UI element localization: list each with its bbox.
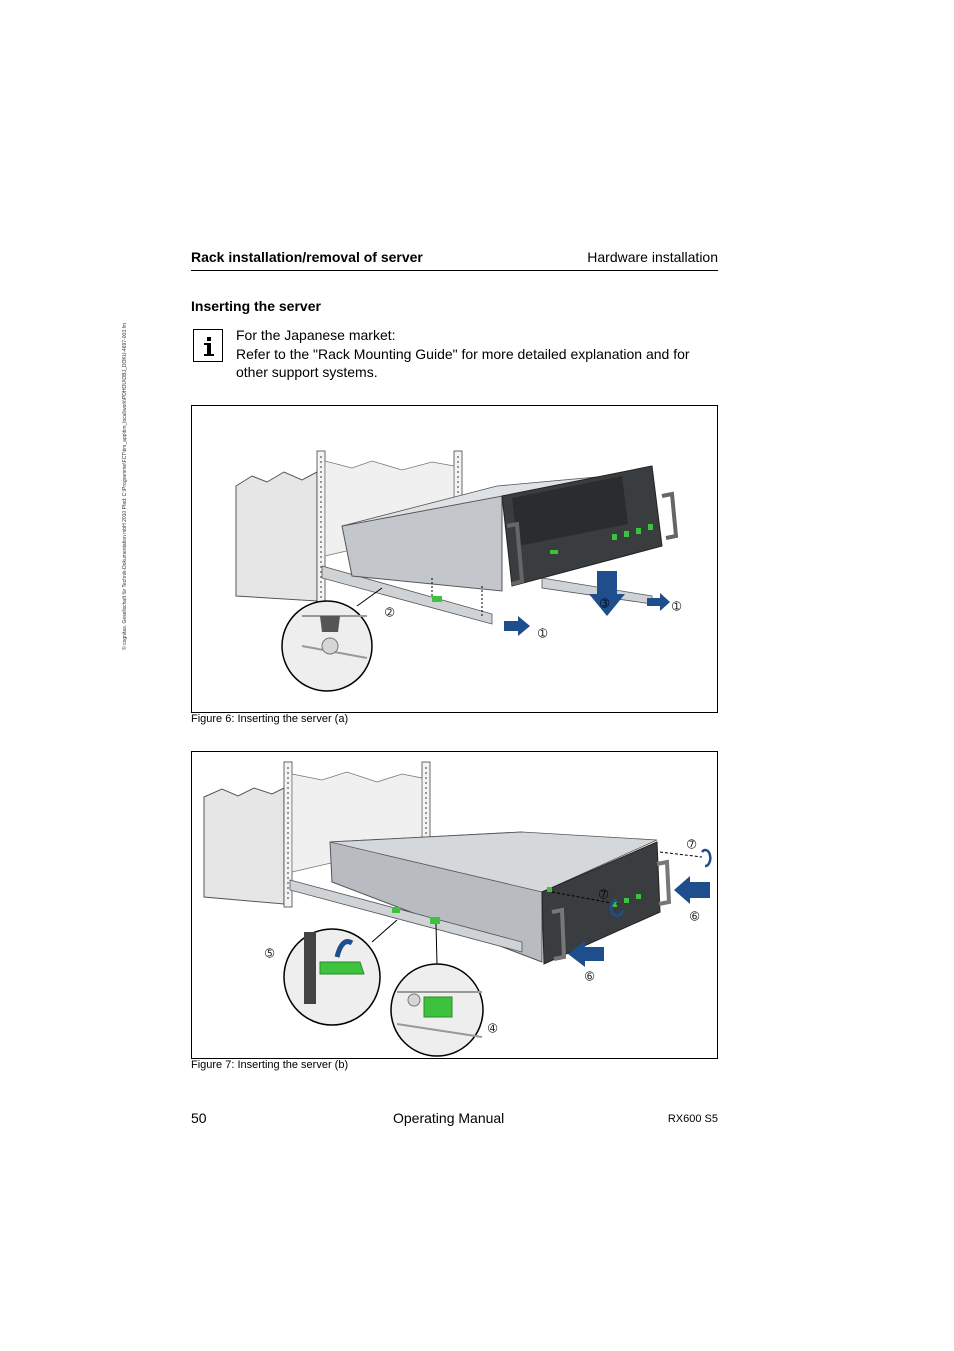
illustration-b: ➆ ➆ ➅ ➅ ➄ ➃ [203,761,712,1057]
figure-inserting-server-b: ➆ ➆ ➅ ➅ ➄ ➃ [191,751,718,1059]
callout-6-lower: ➅ [585,970,594,983]
illustration-a: ➀ ➀ ➁ ➂ [235,450,681,692]
figure-a-caption: Figure 6: Inserting the server (a) [191,713,349,725]
callout-3: ➂ [600,597,609,610]
section-title: Inserting the server [191,298,321,314]
side-path-text: © cognitas. Gesellschaft für Technik-Dok… [122,322,128,650]
callout-4: ➃ [488,1022,497,1035]
callout-7-upper: ➆ [687,838,696,851]
side-path-note: © cognitas. Gesellschaft für Technik-Dok… [122,240,134,660]
info-icon [193,329,223,362]
figure-inserting-server-a: ➀ ➀ ➁ ➂ [191,405,718,713]
header-section: Rack installation/removal of server [191,249,423,265]
product-name: RX600 S5 [667,1113,718,1125]
callout-7-lower: ➆ [599,888,608,901]
callout-5: ➄ [265,947,274,960]
page-header: Rack installation/removal of server Hard… [191,248,718,271]
callout-2: ➁ [385,606,394,619]
callout-6-right: ➅ [690,910,699,923]
note-line-1: For the Japanese market: [236,327,396,343]
info-note: For the Japanese market: Refer to the "R… [236,326,720,382]
callout-1-upper: ➀ [672,600,681,613]
callout-1-lower: ➀ [538,627,547,640]
manual-title: Operating Manual [393,1110,505,1126]
header-chapter: Hardware installation [587,249,718,265]
note-line-2: Refer to the "Rack Mounting Guide" for m… [236,345,690,381]
figure-b-caption: Figure 7: Inserting the server (b) [191,1059,349,1071]
page-footer: 50 Operating Manual RX600 S5 [191,1110,718,1130]
page-number: 50 [191,1110,207,1126]
